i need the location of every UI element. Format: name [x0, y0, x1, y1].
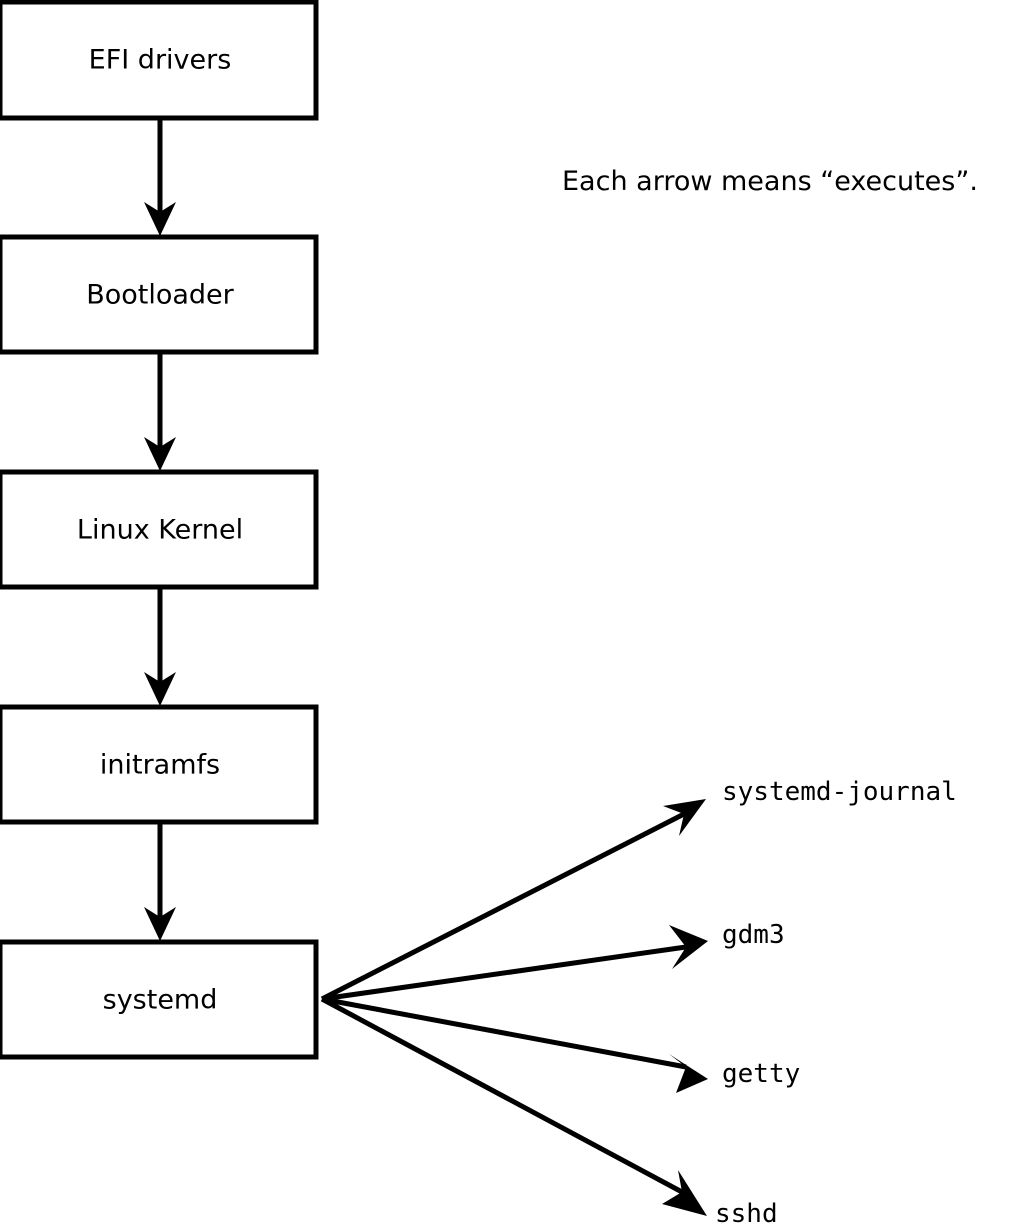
arrow-head-icon — [669, 925, 708, 969]
arrow-head-icon — [662, 1170, 707, 1216]
connector-line — [321, 944, 687, 1002]
node-efi-drivers[interactable]: EFI drivers — [0, 0, 319, 121]
connector-systemd-to-sshd — [320, 996, 707, 1216]
node-bootloader[interactable]: Bootloader — [0, 234, 319, 355]
node-label: Bootloader — [86, 280, 234, 311]
node-initramfs[interactable]: initramfs — [0, 704, 319, 825]
legend-note: Each arrow means “executes”. — [562, 166, 978, 197]
connector-systemd-to-systemd-journal — [320, 799, 706, 1002]
node-box-outline — [0, 939, 319, 1060]
connector-line — [320, 811, 686, 1002]
node-label: EFI drivers — [89, 45, 232, 76]
node-label: Linux Kernel — [77, 515, 243, 546]
node-label: systemd — [103, 985, 218, 1016]
arrow-head-down-icon — [144, 672, 176, 706]
arrow-head-down-icon — [144, 907, 176, 941]
node-label: initramfs — [100, 750, 220, 781]
node-box-outline — [0, 704, 319, 825]
node-box-outline — [0, 469, 319, 590]
connector-systemd-to-gdm3 — [321, 925, 708, 1002]
connector-systemd-to-getty — [321, 996, 708, 1093]
connector-line — [321, 996, 687, 1070]
node-box-outline — [0, 234, 319, 355]
connector-efi-to-bootloader — [144, 118, 176, 236]
service-label-sshd: sshd — [715, 1199, 778, 1229]
node-box-outline — [0, 0, 319, 121]
arrow-head-icon — [669, 1054, 708, 1093]
node-linux-kernel[interactable]: Linux Kernel — [0, 469, 319, 590]
service-label-systemd-journal: systemd-journal — [722, 777, 957, 807]
connector-initramfs-to-systemd — [144, 822, 176, 941]
service-label-getty: getty — [722, 1059, 800, 1089]
arrow-head-icon — [663, 799, 706, 836]
connector-kernel-to-initramfs — [144, 587, 176, 706]
connector-bootloader-to-kernel — [144, 352, 176, 471]
service-label-gdm3: gdm3 — [722, 920, 785, 950]
node-systemd[interactable]: systemd — [0, 939, 319, 1060]
arrow-head-down-icon — [144, 437, 176, 471]
arrow-head-down-icon — [144, 202, 176, 236]
connector-line — [320, 996, 684, 1195]
